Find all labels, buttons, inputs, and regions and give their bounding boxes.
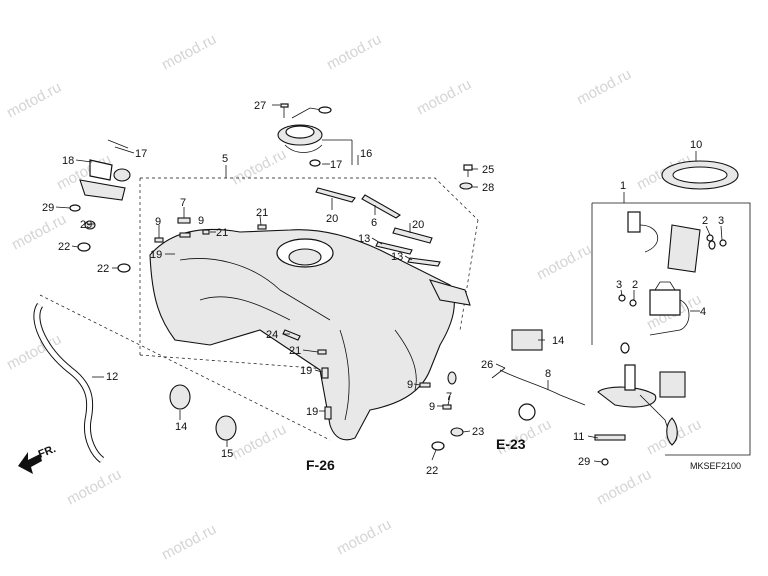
callout-15: 14	[552, 335, 564, 347]
fuel-cap	[277, 103, 332, 153]
tank-outline-frame	[39, 177, 479, 441]
callout-6: 6	[371, 217, 377, 229]
callout-18: 18	[62, 155, 74, 167]
callout-29: 29	[80, 219, 92, 231]
leader-lines	[55, 104, 723, 463]
callout-14: 15	[221, 448, 233, 460]
callout-29: 29	[578, 456, 590, 468]
callout-21: 21	[256, 207, 268, 219]
watermark: motod.ru	[534, 241, 594, 284]
callout-27: 26	[481, 359, 493, 371]
callout-19: 19	[300, 365, 312, 377]
reference-f26: F-26	[306, 457, 335, 473]
callout-19: 19	[150, 249, 162, 261]
fuel-pump-assembly	[594, 211, 727, 466]
diagram-code: MKSEF2100	[690, 461, 741, 471]
section-references: F-26 E-23	[306, 436, 526, 473]
reference-e23: E-23	[496, 436, 526, 452]
breather-assembly	[77, 139, 131, 273]
callout-29: 29	[42, 202, 54, 214]
callout-9: 9	[429, 401, 435, 413]
callout-3: 3	[718, 215, 724, 227]
bolt-washer	[459, 164, 473, 190]
watermark: motod.ru	[594, 466, 654, 509]
callout-13: 13	[391, 251, 403, 263]
callout-11: 11	[573, 431, 584, 443]
front-label: FR.	[37, 443, 58, 461]
callout-8: 8	[545, 368, 551, 380]
watermark: motod.ru	[574, 66, 634, 109]
watermark: motod.ru	[159, 31, 219, 74]
callout-22: 22	[426, 465, 438, 477]
callout-9: 9	[407, 379, 413, 391]
callout-28: 17	[135, 148, 147, 160]
fuel-pump-harness	[431, 329, 586, 451]
cap-washer	[309, 159, 321, 167]
rubber-mounts	[169, 384, 237, 441]
drain-hose	[33, 303, 105, 463]
callout-labels: 17 18 29 29 22 22 12 14 15 5 27 16 17 25…	[42, 100, 724, 477]
watermark: motod.ru	[4, 79, 64, 122]
callout-14: 14	[175, 421, 187, 433]
callout-20: 20	[412, 219, 424, 231]
callout-19: 19	[306, 406, 318, 418]
callout-22: 22	[97, 263, 109, 275]
callout-21: 21	[289, 345, 301, 357]
callout-16: 16	[360, 148, 372, 160]
pump-ring	[661, 160, 739, 190]
front-direction-marker: FR.	[18, 443, 58, 474]
callout-3: 3	[616, 279, 622, 291]
callout-23: 24	[266, 329, 278, 341]
callout-2: 2	[632, 279, 638, 291]
callout-13: 13	[358, 233, 370, 245]
watermark: motod.ru	[229, 146, 289, 189]
callout-4: 4	[700, 306, 706, 318]
watermark: motod.ru	[64, 466, 124, 509]
callout-1: 1	[620, 180, 626, 192]
watermark: motod.ru	[229, 421, 289, 464]
fuel-tank	[149, 228, 471, 441]
clips	[69, 204, 716, 420]
callout-26: 28	[482, 182, 494, 194]
callout-24: 25	[482, 164, 494, 176]
callout-7: 7	[180, 197, 186, 209]
callout-7: 7	[446, 391, 452, 403]
callout-2: 2	[702, 215, 708, 227]
callout-22: 22	[58, 241, 70, 253]
callout-22: 23	[472, 426, 484, 438]
callout-25: 27	[254, 100, 266, 112]
callout-5: 5	[222, 153, 228, 165]
watermark: motod.ru	[324, 31, 384, 74]
callout-21: 21	[216, 227, 228, 239]
callout-10: 10	[690, 139, 702, 151]
callout-9: 9	[198, 215, 204, 227]
watermark: motod.ru	[414, 76, 474, 119]
callout-9: 9	[155, 216, 161, 228]
watermark: motod.ru	[334, 516, 394, 559]
tank-gaskets	[315, 187, 441, 267]
callout-12: 12	[106, 371, 118, 383]
callout-20: 20	[326, 213, 338, 225]
watermark: motod.ru	[159, 521, 219, 564]
callout-17: 17	[330, 159, 342, 171]
